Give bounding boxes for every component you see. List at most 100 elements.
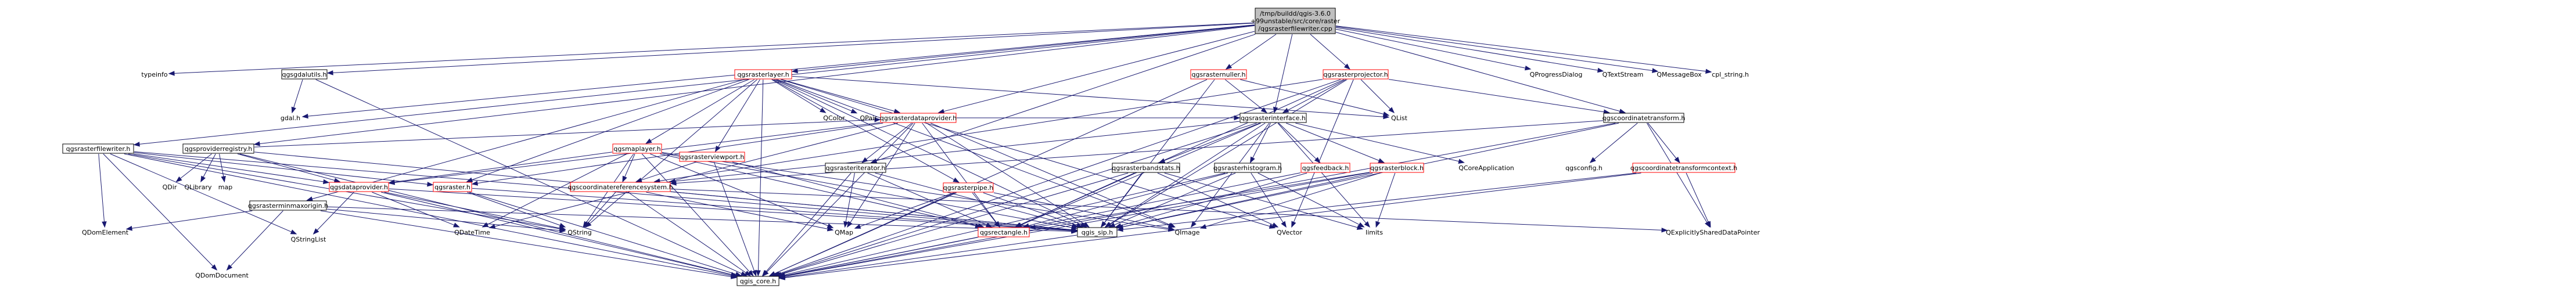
node-qgsrasterbandstats-h[interactable]: qgsrasterbandstats.h [1112, 163, 1180, 173]
node-qdatetime[interactable]: QDateTime [454, 228, 490, 237]
node-qgsfeedback-h[interactable]: qgsfeedback.h [1300, 163, 1350, 173]
edge-arrowhead [211, 264, 218, 271]
node-label: qgsrasterbandstats.h [1112, 164, 1180, 172]
node-qgis-sip-h[interactable]: qgis_sip.h [1077, 227, 1118, 237]
edge-root-to-qgsproviderregistry-h [253, 25, 1255, 146]
edge-qgsrasterdataprovider-h-to-qgis-core-h [762, 123, 914, 276]
edge-arrowhead [388, 179, 395, 185]
edge-arrowhead [1357, 222, 1365, 228]
edge-line [774, 79, 1208, 274]
node-qlist[interactable]: QList [1389, 113, 1409, 123]
node-qgsrasterviewport-h[interactable]: qgsrasterviewport.h [679, 152, 745, 162]
edge-qgsrasteriterator-h-to-qgsrectangle-h [867, 172, 993, 228]
node-label: qgsproviderregistry.h [185, 145, 252, 153]
edge-arrowhead [1282, 107, 1289, 113]
edge-line [876, 34, 1256, 161]
node-qmessagebox[interactable]: QMessageBox [1657, 70, 1702, 79]
edge-arrowhead [1271, 222, 1279, 228]
node-qgscoordinatereferencesystem-h[interactable]: qgscoordinatereferencesystem.h [567, 182, 673, 192]
node-qgsrasterhistogram-h[interactable]: qgsrasterhistogram.h [1213, 163, 1282, 173]
edge-line [1224, 79, 1263, 110]
node-qcoreapplication[interactable]: QCoreApplication [1458, 163, 1514, 172]
node-label: QVector [1277, 229, 1302, 236]
edge-line [1258, 172, 1360, 225]
node-root[interactable]: /tmp/buildd/qgis-3.6.0+99unstable/src/co… [1251, 8, 1341, 34]
node-qpair[interactable]: QPair [857, 113, 879, 123]
node-cpl-string-h[interactable]: cpl_string.h [1712, 70, 1749, 79]
node-label: QDir [163, 183, 177, 191]
node-qgis-core-h[interactable]: qgis_core.h [736, 276, 779, 286]
node-qgsrasteriterator-h[interactable]: qgsrasteriterator.h [825, 163, 886, 173]
edge-arrowhead [584, 221, 590, 228]
edge-line [1028, 172, 1228, 226]
node-box [433, 182, 472, 192]
node-label: qgsrasterblock.h [1370, 164, 1424, 172]
edge-line [865, 123, 912, 160]
node-qdir[interactable]: QDir [160, 182, 179, 192]
edge-arrowhead [778, 275, 785, 280]
node-label: /tmp/buildd/qgis-3.6.0 [1260, 10, 1331, 17]
node-qcolor[interactable]: QColor [822, 113, 846, 123]
node-qgsproviderregistry-h[interactable]: qgsproviderregistry.h [182, 143, 254, 154]
node-label: map [218, 183, 232, 191]
node-qprogressdialog[interactable]: QProgressDialog [1530, 70, 1583, 79]
node-qgsrasterblock-h[interactable]: qgsrasterblock.h [1370, 163, 1424, 173]
edge-line [641, 161, 696, 181]
node-qgsrasternuller-h[interactable]: qgsrasternuller.h [1190, 69, 1247, 80]
node-qgsrasterfilewriter-h[interactable]: qgsrasterfilewriter.h [62, 143, 134, 154]
node-qgsrasterprojector-h[interactable]: qgsrasterprojector.h [1323, 69, 1389, 80]
edge-line [1377, 172, 1396, 222]
edge-qgsrasterlayer-h-to-qpair [775, 79, 858, 114]
node-qlibrary[interactable]: QLibrary [184, 182, 213, 192]
edge-line [779, 123, 1257, 275]
edge-arrowhead [1071, 227, 1078, 232]
node-qgsrectangle-h[interactable]: qgsrectangle.h [978, 227, 1030, 237]
node-label: QDomDocument [195, 272, 249, 279]
node-typeinfo[interactable]: typeinfo [141, 70, 168, 79]
node-qgsdataprovider-h[interactable]: qgsdataprovider.h [329, 182, 389, 192]
node-qtextstream[interactable]: QTextStream [1603, 70, 1644, 79]
edge-arrowhead [1524, 65, 1532, 71]
node-box [736, 276, 779, 286]
node-box [679, 152, 745, 162]
edge-line [1335, 32, 1621, 112]
edge-line [943, 31, 1255, 112]
node-limits[interactable]: limits [1363, 228, 1385, 237]
edge-line [662, 152, 1169, 230]
edge-qgsrasterblock-h-to-qimage [1199, 172, 1380, 229]
node-qgscoordinatetransformcontext-h[interactable]: qgscoordinatetransformcontext.h [1630, 163, 1737, 173]
node-label: cpl_string.h [1712, 71, 1749, 78]
edge-qgsrasterinterface-h-to-qgsrasterbandstats-h [1158, 123, 1260, 163]
node-label: qgsrasterhistogram.h [1213, 164, 1282, 172]
node-qgscoordinatetransform-h[interactable]: qgscoordinatetransform.h [1603, 113, 1686, 123]
node-qdomelement[interactable]: QDomElement [82, 228, 129, 237]
node-qstringlist[interactable]: QStringList [289, 235, 328, 244]
node-gdal-h[interactable]: gdal.h [279, 113, 302, 123]
edge-qgsdataprovider-h-to-qgis-core-h [381, 192, 738, 278]
node-qgsrasterpipe-h[interactable]: qgsrasterpipe.h [943, 182, 994, 193]
node-map[interactable]: map [217, 182, 233, 192]
node-qgsrasterinterface-h[interactable]: qgsrasterinterface.h [1240, 113, 1307, 123]
node-box [281, 69, 328, 80]
edge-line [1120, 172, 1307, 226]
node-qdomdocument[interactable]: QDomDocument [195, 271, 249, 280]
node-qgsgdalutils-h[interactable]: qgsgdalutils.h [281, 69, 328, 80]
node-qimage[interactable]: QImage [1174, 228, 1200, 237]
edge-line [1293, 79, 1354, 222]
node-qstring[interactable]: QString [566, 228, 594, 237]
node-qgsrasterminmaxorigin-h[interactable]: qgsrasterminmaxorigin.h [248, 200, 328, 211]
node-qgsconfig-h[interactable]: qgsconfig.h [1565, 163, 1603, 172]
edge-line [1164, 123, 1260, 161]
edge-qgscoordinatetransform-h-to-qgis-sip-h [1116, 123, 1619, 229]
node-qvector[interactable]: QVector [1276, 228, 1303, 237]
edge-line [983, 192, 1077, 226]
edge-arrowhead [1378, 158, 1385, 163]
node-box [182, 143, 254, 154]
node-qmap[interactable]: QMap [833, 228, 854, 237]
node-qexplicitlyshareddatapointer[interactable]: QExplicitlySharedDataPointer [1666, 228, 1760, 237]
node-qgsrasterdataprovider-h[interactable]: qgsrasterdataprovider.h [880, 113, 957, 123]
node-qgsrasterlayer-h[interactable]: qgsrasterlayer.h [734, 69, 792, 80]
node-qgsmaplayer-h[interactable]: qgsmaplayer.h [612, 143, 662, 154]
node-box [1323, 69, 1389, 80]
node-qgsraster-h[interactable]: qgsraster.h [433, 182, 472, 192]
